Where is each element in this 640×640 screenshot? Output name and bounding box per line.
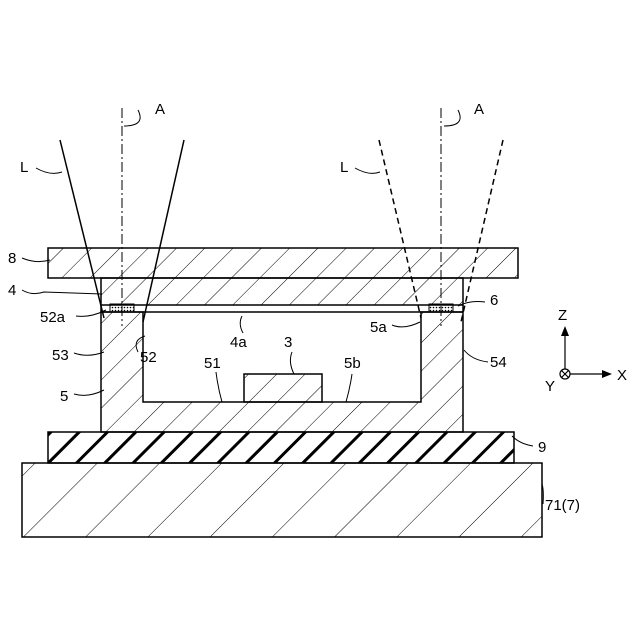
label-L-left: L: [20, 159, 28, 176]
label-L-right: L: [340, 159, 348, 176]
x-arrowhead: [602, 370, 612, 378]
label-9: 9: [538, 439, 546, 456]
housing-5: [101, 312, 463, 432]
label-A-right: A: [474, 101, 484, 118]
label-51: 51: [204, 355, 221, 372]
label-A-left: A: [155, 101, 165, 118]
base-plate-71: [22, 463, 542, 537]
label-71: 71(7): [545, 497, 580, 514]
label-52: 52: [140, 349, 157, 366]
adhesive-layer-9: [48, 432, 514, 463]
label-8: 8: [8, 250, 16, 267]
label-axis-z: Z: [558, 307, 567, 324]
label-52a: 52a: [40, 309, 66, 326]
coordinate-axes: [560, 326, 612, 379]
label-5a: 5a: [370, 319, 387, 336]
element-3: [244, 374, 322, 402]
label-axis-y: Y: [545, 378, 555, 395]
label-3: 3: [284, 334, 292, 351]
plate-8: [48, 248, 518, 278]
z-arrowhead: [561, 326, 569, 336]
label-53: 53: [52, 347, 69, 364]
label-axis-x: X: [617, 367, 627, 384]
label-54: 54: [490, 354, 507, 371]
light-L-left-outer: [60, 140, 104, 318]
label-4: 4: [8, 282, 16, 299]
label-5b: 5b: [344, 355, 361, 372]
label-6: 6: [490, 292, 498, 309]
cover-4: [101, 278, 463, 305]
label-4a: 4a: [230, 334, 247, 351]
label-5: 5: [60, 388, 68, 405]
